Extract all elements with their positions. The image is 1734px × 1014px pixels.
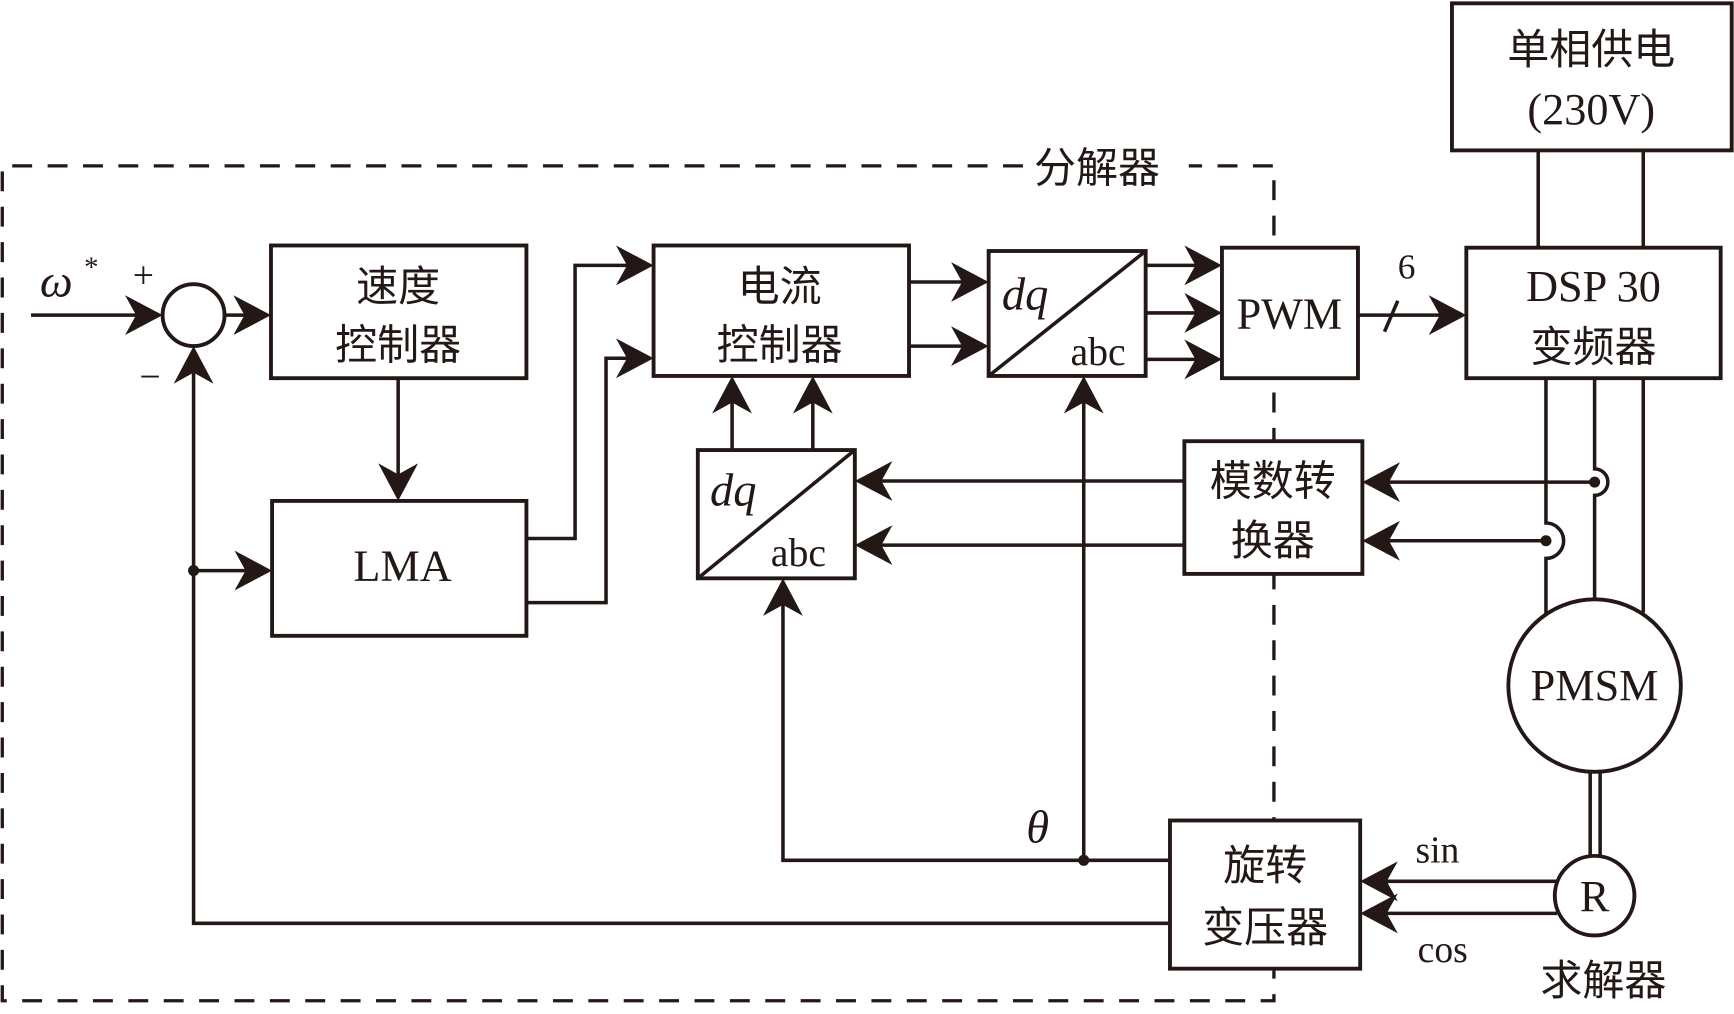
cos-label: cos: [1418, 930, 1468, 971]
speed-feedback-line: [191, 353, 1170, 926]
speed-controller-block: 速度 控制器: [269, 243, 529, 381]
dsp-inverter-block: DSP 30 变频器: [1464, 245, 1723, 381]
power-supply-label-line2: (230V): [1527, 85, 1655, 134]
resolver-caption: 求解器: [1540, 956, 1666, 1005]
adc-block: 模数转 换器: [1182, 439, 1365, 576]
dashed-region-label: 分解器: [1034, 143, 1160, 192]
lma-block: LMA: [270, 498, 529, 638]
sin-label: sin: [1415, 831, 1459, 872]
abc-forward-label: abc: [1070, 330, 1125, 374]
speed-controller-label-line1: 速度: [356, 262, 440, 311]
dsp-inverter-label-line1: DSP 30: [1526, 262, 1661, 311]
reference-speed-superscript: *: [84, 251, 98, 283]
pwm-label: PWM: [1237, 289, 1343, 338]
adc-label-line2: 换器: [1231, 516, 1315, 565]
theta-label: θ: [1026, 803, 1049, 854]
speed-controller-label-line2: 控制器: [335, 320, 461, 369]
summing-plus-sign: +: [133, 256, 154, 297]
abc-feedback-label: abc: [771, 531, 826, 575]
rotary-transformer-block: 旋转 变压器: [1168, 818, 1363, 971]
summing-minus-sign: −: [139, 357, 160, 398]
dq-forward-label: dq: [1002, 270, 1048, 321]
reference-speed-symbol: ω: [40, 256, 73, 307]
dq-abc-feedback-transform-block: dq abc: [695, 448, 857, 581]
pwm-block: PWM: [1220, 245, 1360, 381]
lma-output-1-line: [526, 263, 646, 541]
theta-feedback-line: [781, 586, 1170, 863]
dq-feedback-label: dq: [710, 465, 756, 516]
pmsm-motor: PMSM: [1506, 597, 1683, 774]
resolver-sensor: R: [1552, 853, 1637, 938]
dsp-inverter-label-line2: 变频器: [1530, 323, 1656, 372]
rotary-transformer-label-line1: 旋转: [1223, 841, 1307, 890]
adc-label-line1: 模数转: [1210, 456, 1336, 505]
resolver-region-dashed-boundary: [0, 164, 1276, 1003]
current-controller-label-line2: 控制器: [717, 320, 843, 369]
lma-output-2-line: [526, 356, 646, 605]
summing-junction: [160, 282, 227, 349]
motor-phase-line-b: [1592, 378, 1610, 600]
dq-abc-forward-transform-block: dq abc: [986, 249, 1148, 378]
junction-dot: [1078, 854, 1090, 866]
pmsm-label: PMSM: [1531, 661, 1659, 710]
lma-label: LMA: [353, 542, 451, 591]
resolver-label: R: [1580, 872, 1610, 921]
current-controller-label-line1: 电流: [738, 262, 822, 311]
motor-phase-line-a: [1544, 378, 1566, 661]
bus-slash-mark: [1382, 300, 1400, 333]
bus-count-label: 6: [1398, 247, 1416, 287]
rotary-transformer-label-line2: 变压器: [1202, 903, 1328, 952]
power-supply-label-line1: 单相供电: [1507, 25, 1675, 74]
power-supply-block: 单相供电 (230V): [1450, 1, 1734, 153]
current-controller-block: 电流 控制器: [651, 243, 911, 378]
